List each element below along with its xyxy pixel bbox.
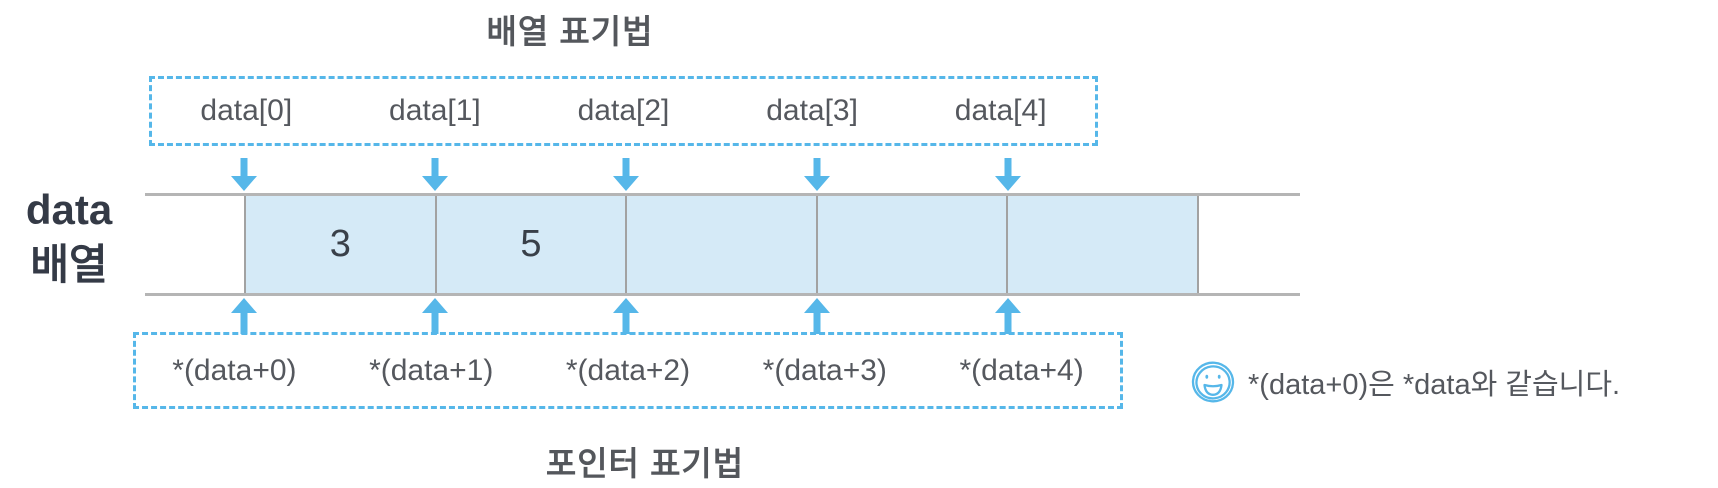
array-cell-3 [817, 196, 1009, 293]
pointer-notation-label: *(data+4) [959, 353, 1084, 387]
up-arrow-icon [804, 298, 830, 334]
down-arrow-icon [422, 158, 448, 191]
down-arrow-icon [613, 158, 639, 191]
array-notation-title: 배열 표기법 [486, 13, 654, 50]
array-cell-2 [627, 196, 818, 293]
pointer-notation-box: *(data+0) *(data+1) *(data+2) *(data+3) … [133, 332, 1123, 409]
pointer-notation-label: *(data+3) [762, 353, 887, 387]
array-notation-label: data[1] [389, 94, 481, 127]
array-cell-1: 5 [436, 196, 628, 293]
array-name-label: data 배열 [0, 182, 138, 293]
array-cells: 3 5 [244, 196, 1199, 293]
memory-band: 3 5 [145, 193, 1300, 296]
up-arrow-icon [613, 298, 639, 334]
pointer-notation-label: *(data+0) [172, 353, 297, 387]
down-arrow-icon [804, 158, 830, 191]
pointer-notation-label: *(data+1) [369, 353, 494, 387]
array-notation-label: data[2] [577, 94, 670, 127]
down-arrow-icon [995, 158, 1021, 191]
smiley-face-icon [1190, 359, 1236, 405]
pointer-notation-label: *(data+2) [565, 353, 691, 387]
pointer-notation-title: 포인터 표기법 [545, 445, 745, 482]
array-cell-4 [1008, 196, 1199, 293]
note-text: *(data+0)은 *data와 같습니다. [1248, 369, 1621, 401]
array-notation-label: data[0] [200, 94, 293, 127]
down-arrow-icon [231, 158, 257, 191]
array-name-line2: 배열 [30, 241, 108, 289]
array-name-line1: data [25, 186, 113, 233]
array-cell-0: 3 [246, 196, 437, 293]
array-notation-label: data[3] [766, 94, 858, 127]
array-notation-box: data[0] data[1] data[2] data[3] data[4] [149, 76, 1098, 146]
up-arrow-icon [422, 298, 448, 334]
up-arrow-icon [231, 298, 257, 334]
array-notation-label: data[4] [954, 94, 1047, 127]
equivalence-note: *(data+0)은 *data와 같습니다. [1190, 358, 1620, 406]
up-arrow-icon [995, 298, 1021, 334]
